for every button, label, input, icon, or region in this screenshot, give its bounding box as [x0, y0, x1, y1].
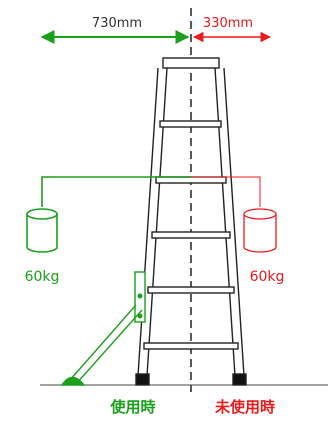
- outrigger-pivot: [137, 313, 143, 319]
- ladder-rung: [159, 120, 222, 128]
- ladder-rung: [143, 342, 239, 350]
- right-dimension-label: 330mm: [203, 16, 253, 31]
- left-dimension-label: 730mm: [92, 16, 142, 31]
- ladder-right-foot: [232, 373, 247, 386]
- right-weight-icon: [243, 208, 277, 253]
- left-weight-icon: [26, 208, 58, 253]
- outrigger-arm: [69, 304, 143, 385]
- ladder-left-foot: [135, 373, 150, 386]
- not-in-use-caption: 未使用時: [214, 398, 275, 416]
- ladder-right-rail: [214, 67, 245, 377]
- ladder: [135, 57, 247, 386]
- outrigger-support: [60, 271, 146, 386]
- ladder-rung: [155, 176, 227, 184]
- ladder-top-cap: [162, 57, 220, 69]
- ladder-rung: [151, 231, 231, 239]
- ladder-rung: [147, 286, 235, 294]
- in-use-caption: 使用時: [109, 398, 155, 416]
- right-weight-label: 60kg: [250, 269, 285, 285]
- right-load-line: [191, 176, 261, 207]
- left-load-line: [41, 176, 191, 207]
- ladder-left-rail: [137, 67, 168, 377]
- outrigger-pivot: [137, 293, 143, 299]
- outrigger-foot: [60, 376, 86, 386]
- ladder-rungs: [143, 120, 239, 350]
- left-weight-label: 60kg: [25, 269, 60, 285]
